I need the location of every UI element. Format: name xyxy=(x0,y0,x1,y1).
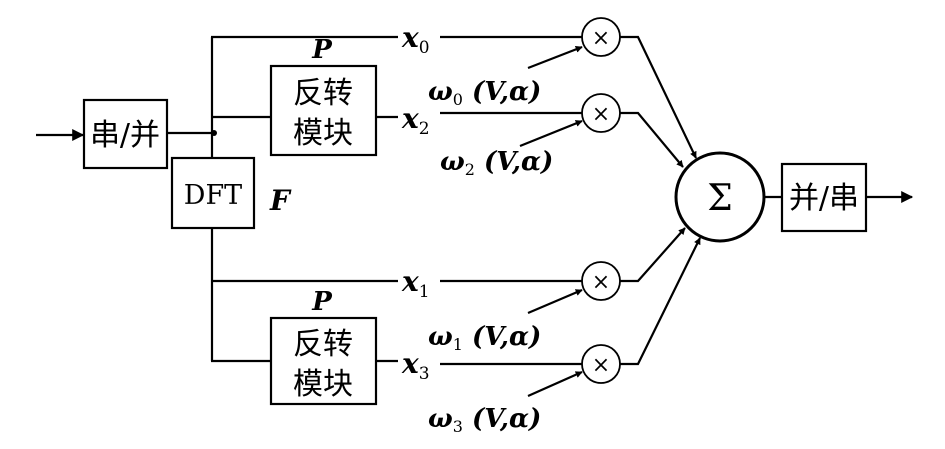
mult1-to-sum xyxy=(620,227,686,283)
flip-top-line2: 模块 xyxy=(293,116,353,151)
signal-x3-label: x3 xyxy=(401,347,430,384)
perm-top-label: P xyxy=(311,35,333,65)
weight-w1-arrow xyxy=(527,288,583,315)
mult2-to-sum xyxy=(620,111,684,168)
mult3-to-sum xyxy=(620,237,701,366)
weight-w3-arrow xyxy=(527,370,583,398)
serial-to-parallel-label: 串/并 xyxy=(90,118,160,153)
mult0-to-sum xyxy=(620,35,697,159)
dft-label: DFT xyxy=(184,180,242,211)
signal-x0-label: x0 xyxy=(401,21,430,58)
weight-w0-label: ω0 (V,α) xyxy=(428,77,541,109)
weight-w0-arrow xyxy=(527,45,583,70)
flip-bottom-line1: 反转 xyxy=(293,327,353,362)
weight-w3-label: ω3 (V,α) xyxy=(428,404,541,436)
weight-w1-label: ω1 (V,α) xyxy=(428,322,541,354)
multiplier-1: × xyxy=(581,261,621,301)
svg-text:×: × xyxy=(592,102,610,127)
flip-top-line1: 反转 xyxy=(293,76,353,111)
multiplier-3: × xyxy=(581,344,621,384)
perm-bottom-label: P xyxy=(311,287,333,317)
flip-bottom-line2: 模块 xyxy=(293,367,353,402)
signal-x2-label: x2 xyxy=(401,102,430,139)
weight-w2-label: ω2 (V,α) xyxy=(440,147,553,179)
summation-symbol: Σ xyxy=(707,178,732,219)
flip-module-top xyxy=(269,64,378,157)
svg-text:×: × xyxy=(592,270,610,295)
svg-text:×: × xyxy=(592,26,610,51)
multiplier-2: × xyxy=(581,93,621,133)
dft-matrix-label: F xyxy=(269,184,292,217)
weight-w2-arrow xyxy=(519,119,583,148)
multiplier-0: × xyxy=(581,17,621,57)
svg-text:×: × xyxy=(592,353,610,378)
dft-block xyxy=(170,156,256,230)
signal-x1-label: x1 xyxy=(401,265,430,302)
parallel-to-serial-label: 并/串 xyxy=(789,181,859,216)
